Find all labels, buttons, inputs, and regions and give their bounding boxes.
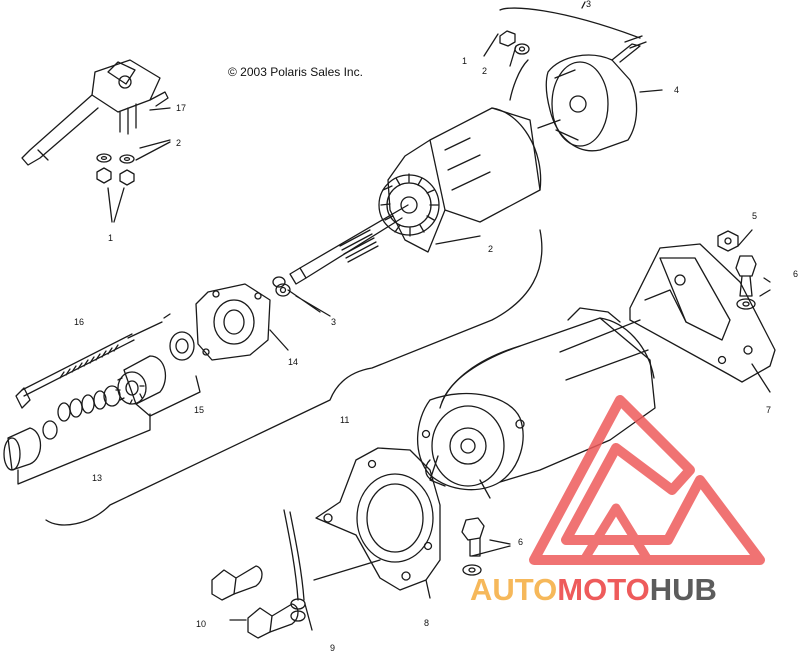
callout-8: 8 <box>424 618 430 628</box>
callout-13: 13 <box>92 473 103 483</box>
bolt-part-10-bottom <box>247 603 299 639</box>
callout-2-top: 2 <box>482 66 488 76</box>
washer-part-6-bottom <box>462 564 482 576</box>
watermark-logo <box>529 395 765 565</box>
callout-2-left: 2 <box>176 138 182 148</box>
callout-10: 10 <box>196 619 207 629</box>
nuts-part-1-left <box>96 167 135 186</box>
cable-part-9 <box>229 509 306 622</box>
watermark-auto: AUTO <box>470 572 558 607</box>
bolt-part-6-bottom <box>461 517 485 557</box>
rear-cover-part-4 <box>545 35 647 152</box>
callout-9: 9 <box>330 643 336 653</box>
watermark-text: AUTOMOTOHUB <box>470 572 717 608</box>
nut-part-5 <box>717 230 739 252</box>
end-plate-part-14 <box>195 283 271 361</box>
watermark-moto: MOTO <box>557 572 650 607</box>
callout-2-armature: 2 <box>488 244 494 254</box>
starter-housing-part-11 <box>416 307 656 499</box>
solenoid-part-17 <box>21 59 169 166</box>
washers-part-2-left <box>96 153 135 164</box>
washer-part-2-top <box>514 43 530 55</box>
bolt-part-10-top <box>211 565 263 601</box>
callout-4: 4 <box>674 85 680 95</box>
callout-3-washers: 3 <box>331 317 337 327</box>
nut-part-1-top <box>499 30 516 47</box>
callout-17: 17 <box>176 103 187 113</box>
callout-1-top: 1 <box>462 56 468 66</box>
bracket-part-7 <box>629 243 776 383</box>
spring-group-part-13 <box>3 385 121 471</box>
callout-1-left: 1 <box>108 233 114 243</box>
washer-part-6-top <box>736 298 756 310</box>
callout-16: 16 <box>74 317 85 327</box>
callout-3-top: 3 <box>586 0 592 9</box>
through-bolt-part-16 <box>15 333 135 409</box>
callout-11: 11 <box>340 415 350 425</box>
armature-part-12 <box>289 107 542 285</box>
callout-6-top: 6 <box>793 269 799 279</box>
washer-part-3-left <box>272 276 291 297</box>
copyright-text: © 2003 Polaris Sales Inc. <box>228 65 363 79</box>
watermark-hub: HUB <box>649 572 717 607</box>
callout-14: 14 <box>288 357 299 367</box>
callout-15: 15 <box>194 405 205 415</box>
callout-7: 7 <box>766 405 772 415</box>
mounting-bracket-part-8 <box>315 447 441 591</box>
callout-5: 5 <box>752 211 758 221</box>
callout-6-bottom: 6 <box>518 537 524 547</box>
bolt-part-6-top <box>735 255 757 297</box>
